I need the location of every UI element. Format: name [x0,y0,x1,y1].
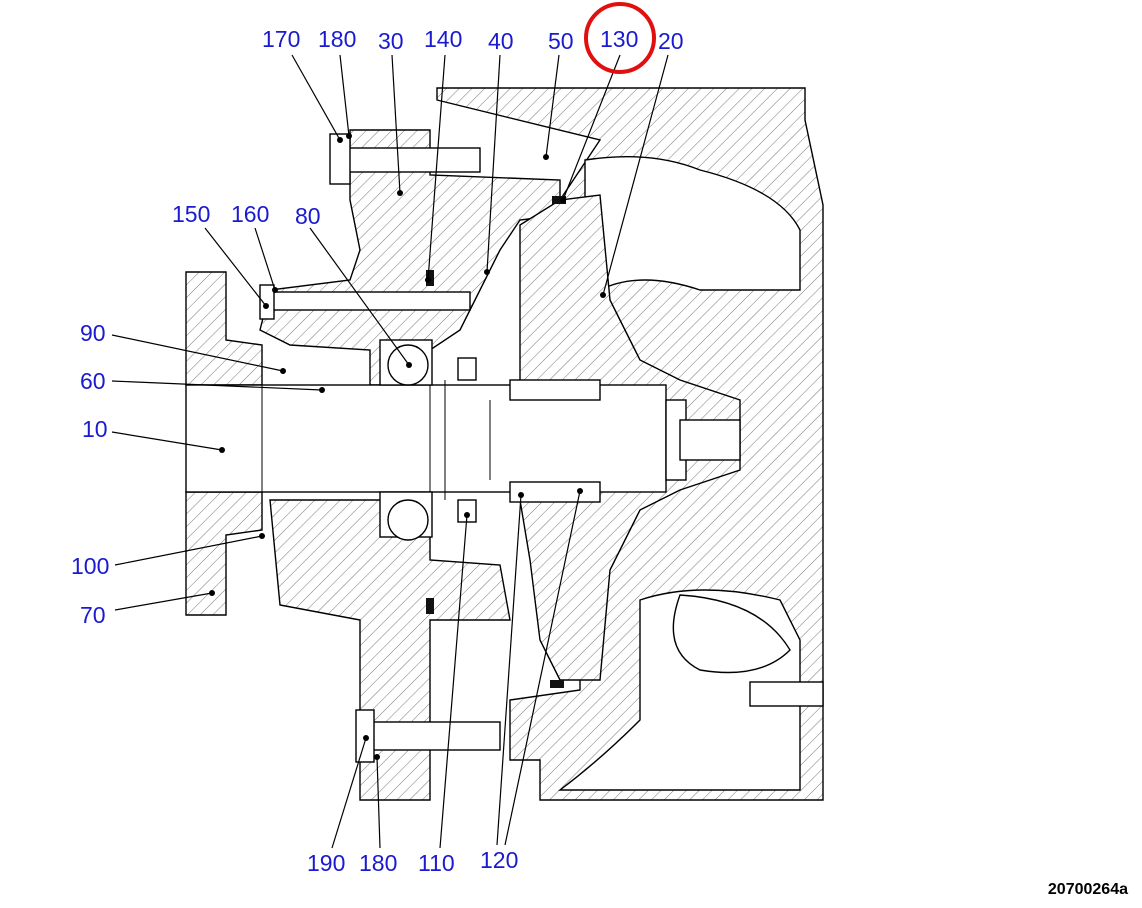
callout-140: 140 [424,26,462,52]
callout-130: 130 [600,26,638,52]
callout-30: 30 [378,28,404,54]
callouts: 170 180 30 140 40 50 130 20 150 160 80 9… [71,26,684,876]
shaft [185,380,741,500]
highlight-circle [584,2,656,74]
callout-10: 10 [82,416,108,442]
callout-100: 100 [71,553,109,579]
callout-170: 170 [262,26,300,52]
callout-180-top: 180 [318,26,356,52]
drawing-number: 20700264a [1048,881,1128,898]
callout-110: 110 [418,850,455,876]
callout-60: 60 [80,368,106,394]
bolts [259,133,824,763]
ball-bearing [379,339,433,541]
callout-80: 80 [295,203,321,229]
callout-160: 160 [231,201,269,227]
callout-20: 20 [658,28,684,54]
leader-lines [111,54,669,849]
callout-180-bottom: 180 [359,850,397,876]
bearing-housing [185,129,561,801]
mechanical-seal [426,196,601,688]
callout-150: 150 [172,201,210,227]
callout-190: 190 [307,850,345,876]
callout-90: 90 [80,320,106,346]
callout-40: 40 [488,28,514,54]
callout-120: 120 [480,847,518,873]
callout-50: 50 [548,28,574,54]
callout-70: 70 [80,602,106,628]
